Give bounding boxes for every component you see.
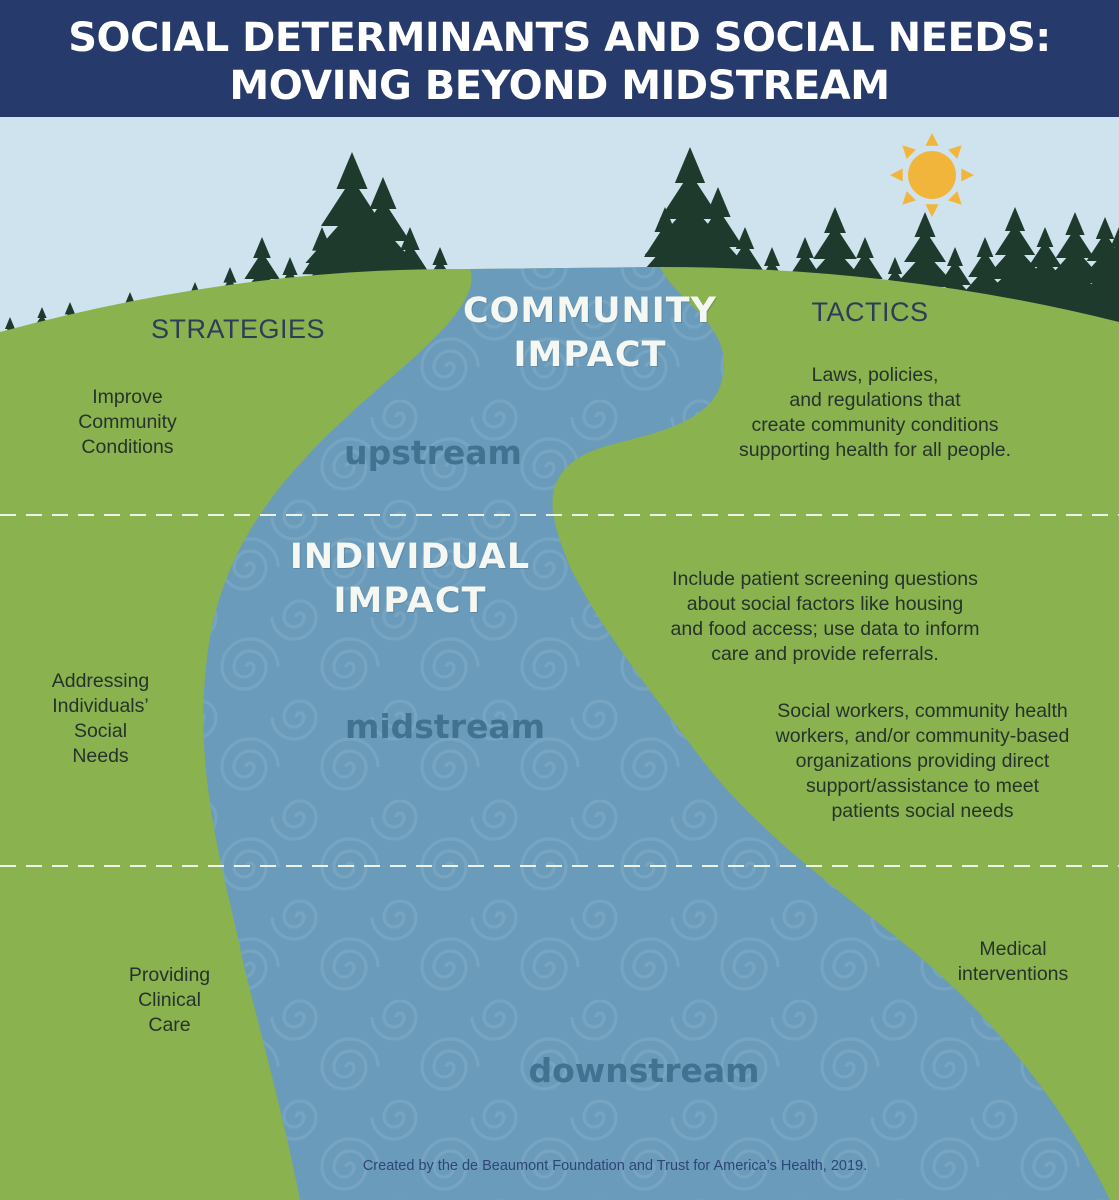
tactic-midstream-line: workers, and/or community-based xyxy=(775,725,1070,747)
sun-ray xyxy=(961,168,974,182)
strategy-upstream-line: Conditions xyxy=(81,436,174,458)
tactic-midstream-line: support/assistance to meet xyxy=(805,775,1040,797)
individual-impact-line-2: IMPACT xyxy=(333,581,487,621)
tactic-midstream-line: patients social needs xyxy=(831,800,1014,822)
tactic-midstream-line: Social workers, community health xyxy=(777,700,1068,722)
sun-ray xyxy=(948,191,962,205)
community-impact-line-1: COMMUNITY xyxy=(462,291,718,331)
sun-ray xyxy=(948,145,962,159)
strategy-midstream-line: Addressing xyxy=(51,670,150,692)
upstream-label: upstream xyxy=(344,433,522,472)
credit-line: Created by the de Beaumont Foundation an… xyxy=(362,1158,868,1174)
title-banner: SOCIAL DETERMINANTS AND SOCIAL NEEDS: MO… xyxy=(0,0,1119,117)
tactic-upstream-line: Laws, policies, xyxy=(811,364,939,386)
sun-ray xyxy=(925,204,939,217)
tactic-midstream-line: and food access; use data to inform xyxy=(670,618,980,640)
sun-ray xyxy=(902,191,916,205)
strategy-upstream-line: Community xyxy=(78,411,177,433)
tactic-midstream-line: about social factors like housing xyxy=(686,593,964,615)
downstream-label: downstream xyxy=(528,1051,760,1090)
tactic-upstream-line: supporting health for all people. xyxy=(738,439,1012,461)
sun-ray xyxy=(925,133,939,146)
tactic-downstream-line: interventions xyxy=(957,963,1069,985)
strategy-midstream: Addressing Individuals’ Social Needs xyxy=(13,669,188,769)
title-line-2: MOVING BEYOND MIDSTREAM xyxy=(229,63,890,109)
tactic-downstream: Medical interventions xyxy=(928,937,1098,987)
tactic-midstream-screening: Include patient screening questions abou… xyxy=(640,567,1010,667)
title-line-1: SOCIAL DETERMINANTS AND SOCIAL NEEDS: xyxy=(68,15,1051,61)
community-impact-line-2: IMPACT xyxy=(513,335,667,375)
strategy-upstream-line: Improve xyxy=(92,386,163,408)
strategy-midstream-line: Needs xyxy=(72,745,129,767)
individual-impact-label: INDIVIDUAL IMPACT xyxy=(250,535,570,623)
landscape-illustration xyxy=(0,117,1119,1200)
tactic-midstream-social-workers: Social workers, community health workers… xyxy=(735,699,1110,824)
sun-ray xyxy=(890,168,903,182)
river-scene: STRATEGIES TACTICS COMMUNITY IMPACT INDI… xyxy=(0,117,1119,1200)
tactic-upstream: Laws, policies, and regulations that cre… xyxy=(700,363,1050,463)
strategies-header: STRATEGIES xyxy=(150,314,326,344)
strategy-midstream-line: Social xyxy=(73,720,128,742)
strategy-downstream-line: Providing xyxy=(128,964,211,986)
tactic-midstream-line: care and provide referrals. xyxy=(711,643,939,665)
individual-impact-line-1: INDIVIDUAL xyxy=(289,537,531,577)
strategy-downstream-line: Clinical xyxy=(138,989,201,1011)
tactic-midstream-line: organizations providing direct xyxy=(795,750,1050,772)
tactic-upstream-line: create community conditions xyxy=(751,414,999,436)
strategy-midstream-line: Individuals’ xyxy=(52,695,149,717)
midstream-label: midstream xyxy=(344,707,546,746)
tactic-upstream-line: and regulations that xyxy=(789,389,961,411)
tactics-header: TACTICS xyxy=(811,297,929,327)
tactic-midstream-line: Include patient screening questions xyxy=(672,568,978,590)
strategy-downstream-line: Care xyxy=(148,1014,191,1036)
river-swirl-texture xyxy=(203,267,1110,1200)
sun-icon xyxy=(890,133,974,217)
strategy-downstream: Providing Clinical Care xyxy=(82,963,257,1038)
tactic-downstream-line: Medical xyxy=(979,938,1047,960)
strategy-upstream: Improve Community Conditions xyxy=(40,385,215,460)
community-impact-label: COMMUNITY IMPACT xyxy=(430,289,750,377)
sun-ray xyxy=(902,145,916,159)
